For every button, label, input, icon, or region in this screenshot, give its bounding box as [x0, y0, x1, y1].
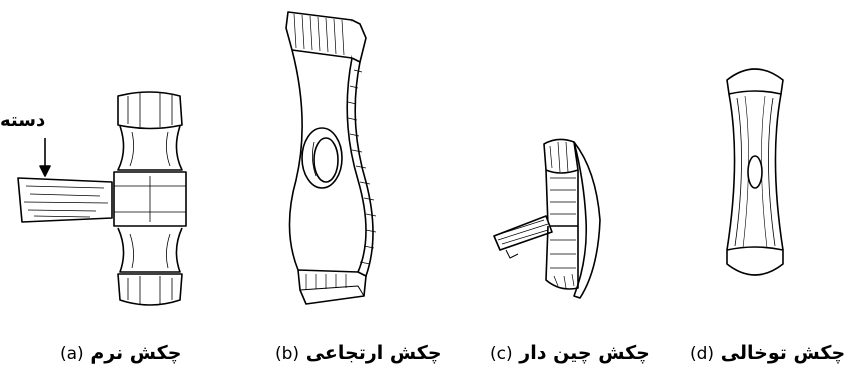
ribbed-hammer-drawing: [493, 138, 601, 299]
hollow-hammer-drawing: [726, 68, 784, 276]
handle-label: دسته: [0, 110, 46, 131]
caption-d: (d) چکش توخالی: [690, 338, 845, 368]
caption-d-text: چکش توخالی: [720, 342, 846, 364]
soft-hammer-drawing: [17, 91, 187, 306]
hollow-hammer-illustration: [715, 50, 795, 290]
caption-a-letter: (a): [60, 344, 84, 364]
elastic-hammer-drawing: [285, 11, 377, 305]
caption-c: (c) چکش چین دار: [490, 338, 650, 368]
caption-d-letter: (d): [690, 344, 715, 364]
soft-hammer-illustration: [0, 0, 200, 330]
caption-b-text: چکش ارتجاعی: [305, 342, 442, 364]
caption-a-text: چکش نرم: [90, 342, 182, 364]
elastic-hammer-illustration: [270, 0, 380, 320]
caption-c-letter: (c): [490, 344, 513, 364]
ribbed-hammer-illustration: [488, 130, 618, 310]
caption-b: (b) چکش ارتجاعی: [275, 338, 442, 368]
caption-b-letter: (b): [275, 344, 300, 364]
caption-c-text: چکش چین دار: [519, 342, 650, 364]
caption-a: (a) چکش نرم: [60, 338, 181, 368]
